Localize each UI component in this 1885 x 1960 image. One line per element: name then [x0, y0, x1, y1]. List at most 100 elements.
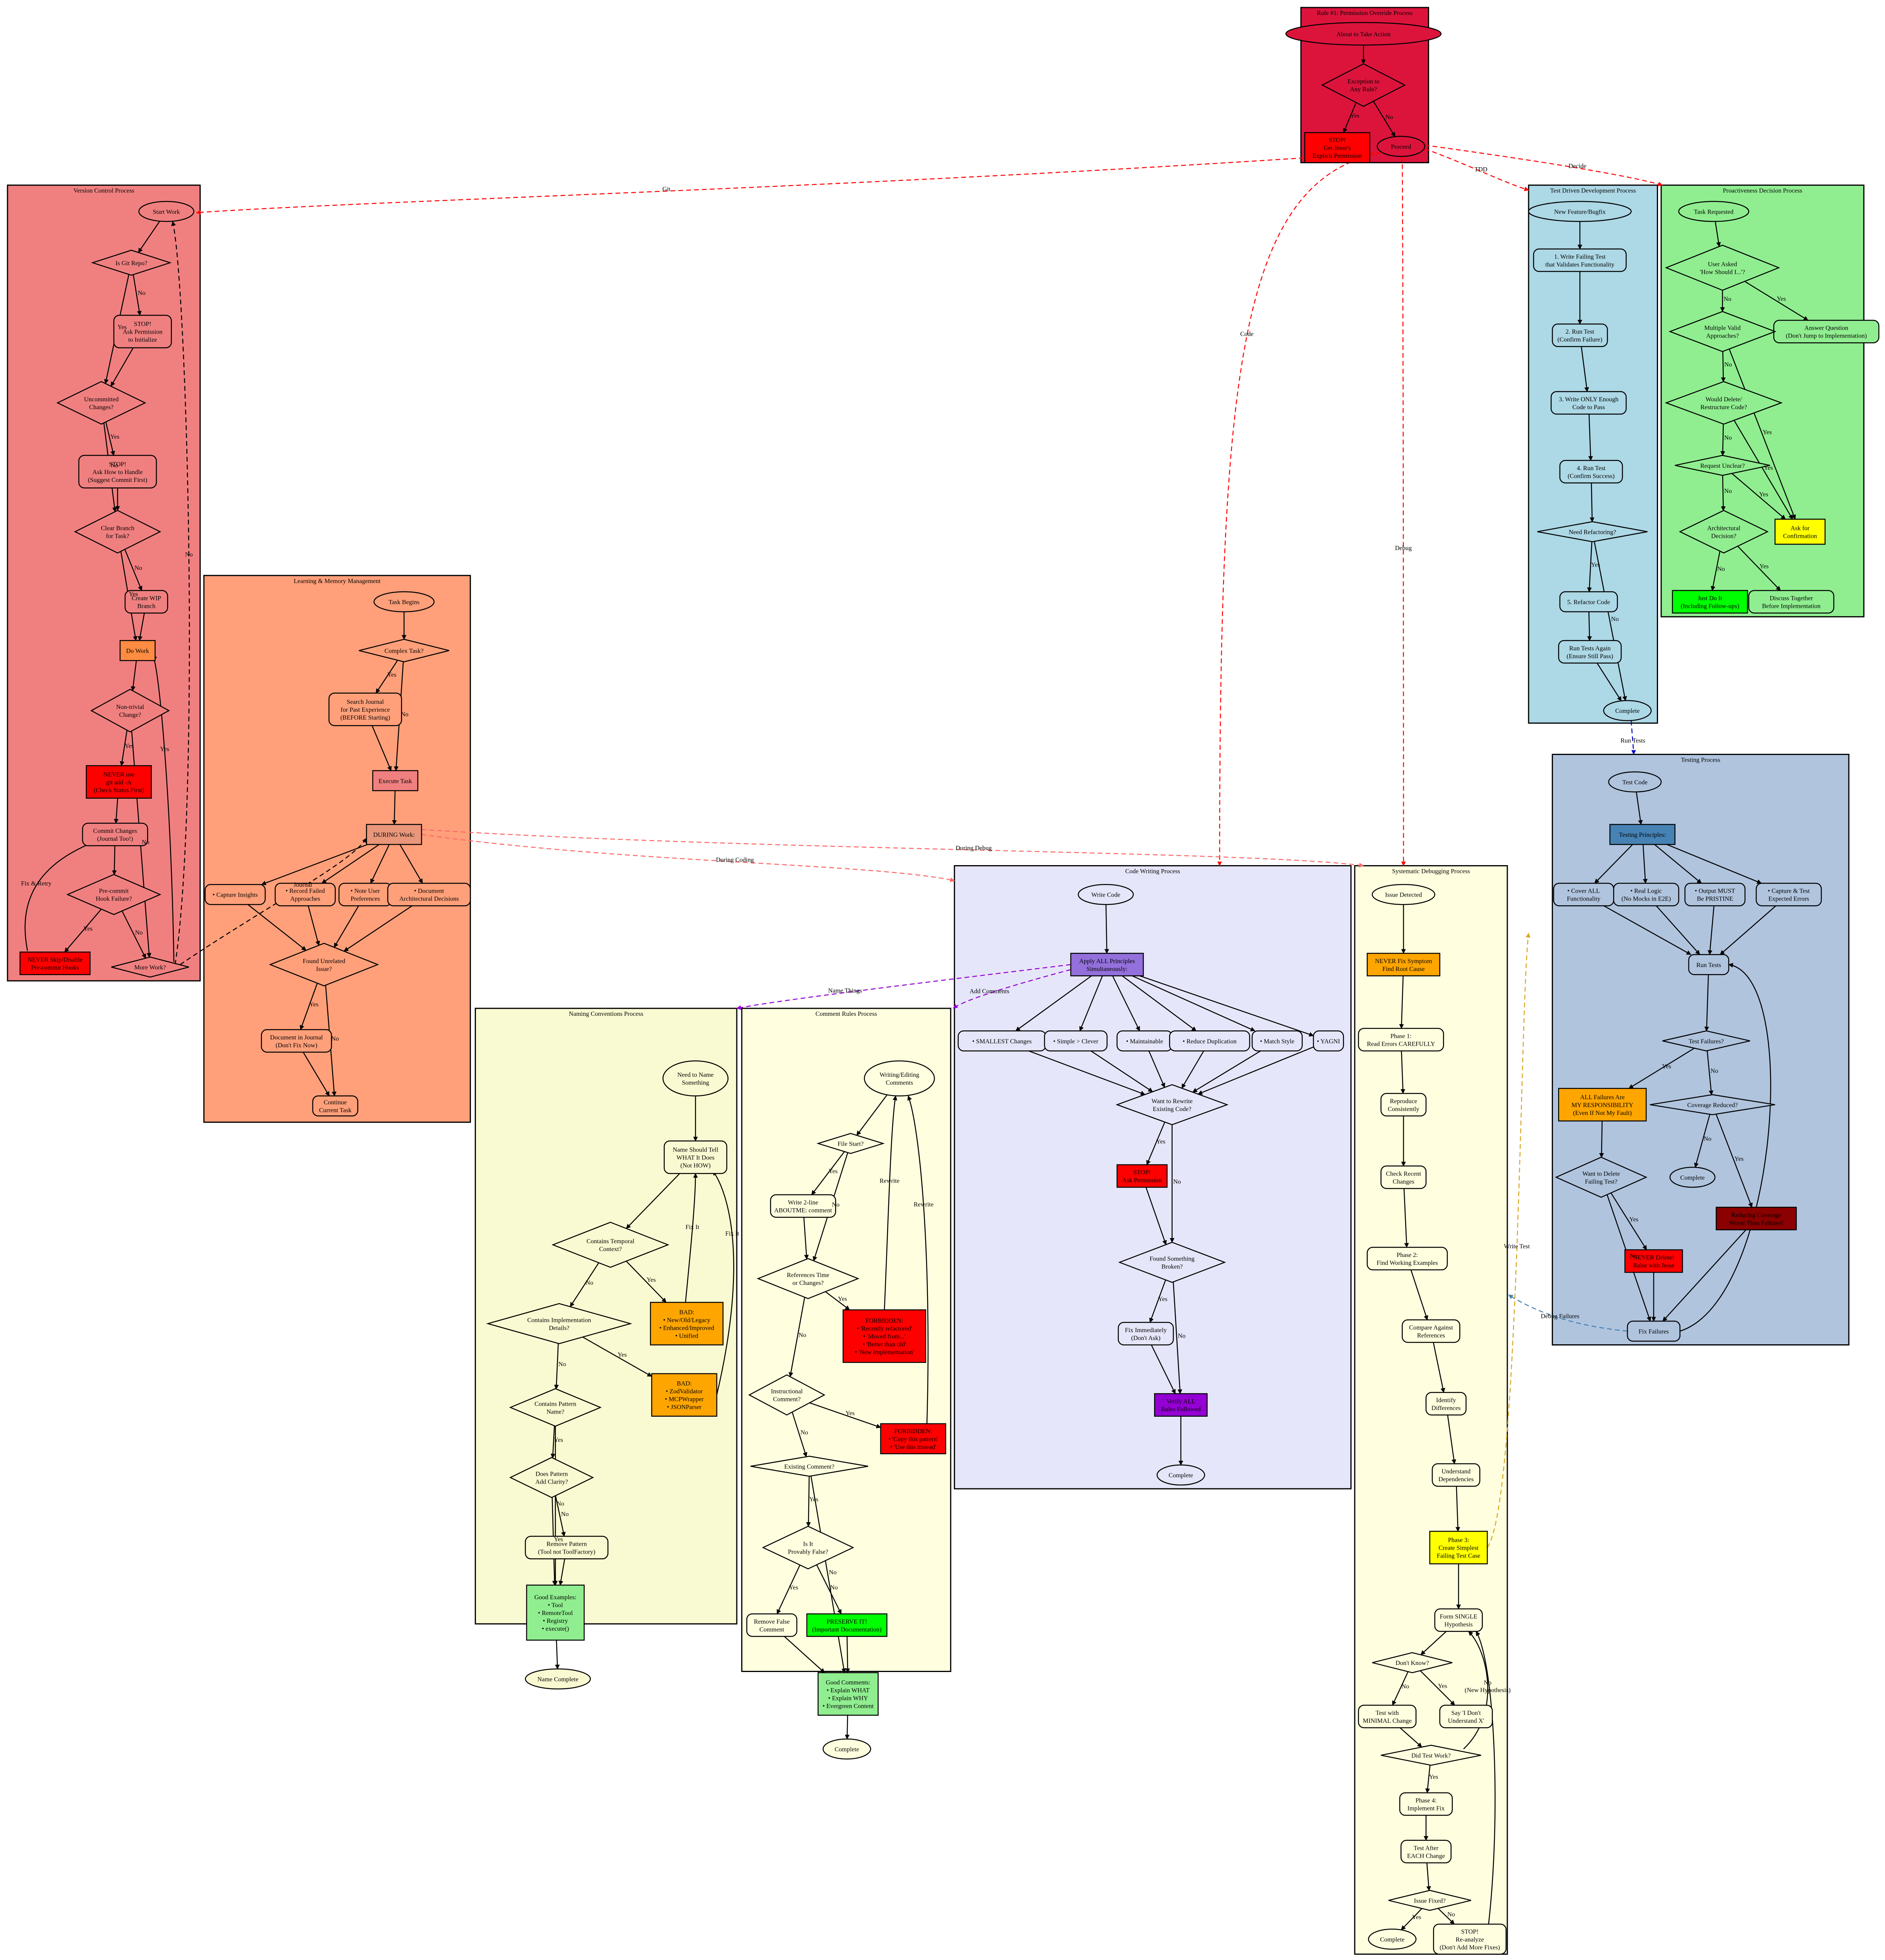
cluster-tdd: Test Driven Development Process: [1528, 185, 1658, 724]
edge-vc_git-to-vc_init: [133, 274, 142, 316]
edge-ts_princ-to-ts_real: [1642, 844, 1648, 884]
node-c_dup: • Reduce Duplication: [1169, 1030, 1251, 1052]
edge-n_tell-to-n_temp: [626, 1173, 680, 1229]
diamond-node-shape: [756, 1258, 860, 1299]
node-label: 5. Refactor Code: [1567, 599, 1610, 606]
edge-label: Write Test: [1504, 1243, 1530, 1250]
edge-ts_princ-to-ts_out: [1654, 844, 1702, 884]
rounded-node-shape: [113, 315, 172, 349]
edge-c_fix-to-c_verify: [1151, 1344, 1176, 1394]
node-m_exist: Existing Comment?: [750, 1456, 869, 1477]
rounded-node-shape: [312, 1095, 358, 1117]
node-label: Execute Task: [378, 778, 412, 784]
edge-label: Yes: [1350, 113, 1359, 119]
rounded-node-shape: [1399, 1792, 1453, 1816]
node-label: Run Tests Again(Ensure Still Pass): [1567, 645, 1613, 660]
edge-p_arch-to-p_just: [1710, 551, 1721, 591]
edge-m_inst-to-m_exist: [791, 1412, 808, 1457]
edge-n_temp-to-n_bad1: [626, 1261, 667, 1303]
node-label: Good Examples:• Tool• RemoteTool• Regist…: [534, 1594, 576, 1632]
node-label: Complete: [1680, 1174, 1704, 1181]
diamond-node-shape: [1675, 455, 1770, 476]
node-label: Test Code: [1622, 779, 1647, 786]
edge-label: Yes: [838, 1296, 847, 1302]
node-ts_fail: Test Failures?: [1662, 1030, 1750, 1052]
ellipse-node-shape: [1156, 1464, 1205, 1486]
ellipse-node-shape: [1608, 771, 1662, 793]
edge-label: Yes: [1763, 429, 1772, 436]
rect-node-shape: [817, 1672, 879, 1716]
rect-node-shape: [843, 1309, 926, 1363]
node-n_bad1: BAD:• New/Old/Legacy• Enhanced/Improved•…: [650, 1302, 724, 1345]
node-c_yagni: • YAGNI: [1313, 1030, 1344, 1052]
edge-label: Yes: [554, 1437, 563, 1443]
node-label: Document in Journal(Don't Fix Now): [270, 1034, 323, 1049]
cluster-title: Rule #1: Permission Override Process: [1317, 10, 1413, 17]
diamond-node-shape: [1381, 1744, 1481, 1766]
edge-label: No: [1717, 566, 1725, 572]
node-r_about: About to Take Action: [1285, 22, 1442, 46]
node-label: Fix Failures: [1639, 1329, 1669, 1335]
edge-m_false-to-m_remove: [777, 1565, 800, 1615]
edge-ts_princ-to-ts_cap: [1666, 844, 1762, 884]
node-vc_do: Do Work: [120, 640, 156, 661]
edge-label: Fix It: [686, 1224, 700, 1231]
node-t_done: Complete: [1603, 700, 1652, 721]
edge-label: No: [135, 565, 142, 572]
diamond-node-shape: [90, 688, 170, 733]
node-n_bad2: BAD:• ZodValidator• MCPWrapper• JSONPars…: [651, 1373, 717, 1417]
edge-n_good-to-n_done: [555, 1640, 560, 1670]
node-t_again: Run Tests Again(Ensure Still Pass): [1558, 640, 1622, 664]
edge-label: No: [135, 930, 143, 936]
node-lm_jour: Document in Journal(Don't Fix Now): [261, 1029, 332, 1053]
diamond-node-shape: [1388, 1890, 1471, 1911]
rect-node-shape: [1624, 1249, 1683, 1273]
node-m_good: Good Comments:• Explain WHAT• Explain WH…: [817, 1672, 879, 1716]
ellipse-node-shape: [1528, 201, 1632, 222]
node-label: Issue Fixed?: [1414, 1897, 1446, 1904]
diamond-node-shape: [359, 639, 449, 663]
diamond-node-shape: [1678, 510, 1769, 554]
node-label: Complete: [835, 1746, 859, 1753]
edge-m_forb2-to-m_write: [907, 1095, 929, 1424]
edge-d_re-to-d_hyp: [1476, 1631, 1496, 1924]
edge-c_dup-to-c_rewrite: [1181, 1050, 1204, 1089]
edge-label: TDD: [1474, 166, 1487, 173]
node-label: Do Work: [126, 648, 149, 655]
node-vc_handle: STOP!Ask How to Handle(Suggest Commit Fi…: [78, 455, 157, 489]
edge-label: No: [185, 551, 193, 558]
edge-n_clar-to-n_remove: [555, 1495, 566, 1537]
edge-label: Yes: [845, 1410, 854, 1417]
cluster-title: Test Driven Development Process: [1550, 188, 1636, 194]
diamond-node-shape: [1116, 1084, 1229, 1126]
edge-c_apply-to-c_yagni: [1139, 975, 1314, 1037]
edge-c_write-to-c_apply: [1104, 904, 1109, 954]
rounded-node-shape: [1169, 1030, 1251, 1052]
edge-label: No: [561, 1511, 569, 1517]
rect-node-shape: [651, 1373, 717, 1417]
edge-label: Yes: [809, 1496, 818, 1503]
node-d_work: Did Test Work?: [1381, 1744, 1481, 1766]
edge-m_ref-to-m_inst: [788, 1297, 805, 1377]
edge-lm_jour-to-lm_cont: [302, 1052, 330, 1096]
rect-node-shape: [19, 951, 91, 975]
edge-vc_nontriv-to-vc_never_add: [120, 730, 128, 766]
edge-label: No: [1724, 362, 1732, 368]
diamond-node-shape: [1650, 1094, 1775, 1115]
node-ts_run: Run Tests: [1688, 954, 1730, 975]
rounded-node-shape: [1358, 1028, 1444, 1052]
